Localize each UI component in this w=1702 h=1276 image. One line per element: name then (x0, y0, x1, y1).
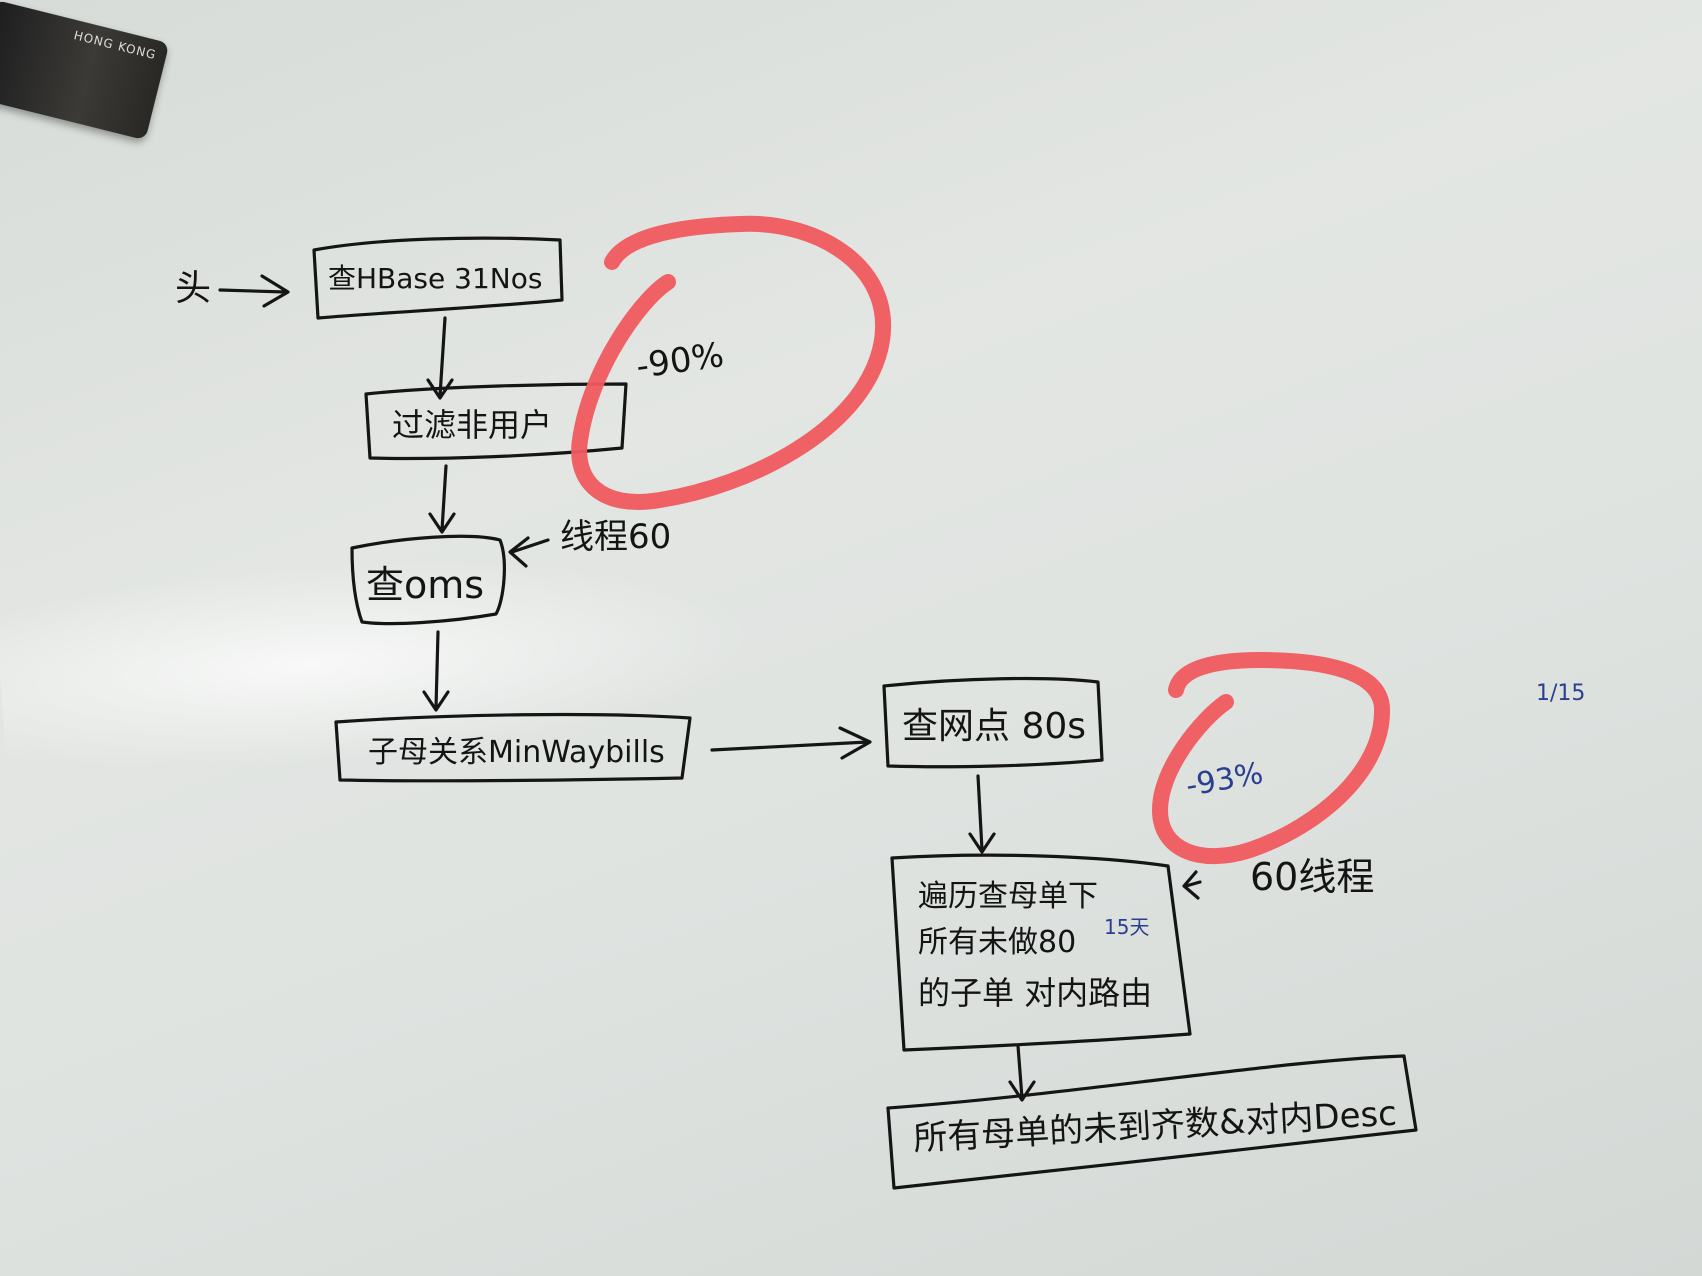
highlight-circle-bottom (1152, 652, 1391, 865)
thread-top-arrow (508, 536, 550, 568)
arrow-4 (710, 726, 872, 760)
days-note: 15天 (1104, 915, 1149, 939)
node-filter-box (364, 382, 628, 461)
node-query-oms: 查oms (366, 563, 484, 607)
highlight-circle-top (571, 215, 892, 510)
node-query-hbase: 查HBase 31Nos (328, 262, 542, 295)
node-final: 所有母单的未到齐数&对内Desc (912, 1094, 1397, 1159)
thread-top: 线程60 (560, 517, 671, 557)
arrow-2 (428, 464, 456, 534)
node-filter: 过滤非用户 (392, 406, 552, 444)
node-relation-box (334, 712, 692, 783)
thread-bottom: 60线程 (1250, 855, 1374, 899)
pct-bottom: -93% (1183, 756, 1265, 804)
node-relation: 子母关系MinWaybills (368, 735, 665, 770)
arrow-5 (968, 774, 996, 854)
arrow-1 (426, 316, 454, 400)
node-query-site: 查网点 80s (902, 706, 1086, 747)
input-label: 头 (175, 268, 211, 309)
node-traverse-line3: 的子单 对内路由 (918, 974, 1152, 1012)
node-traverse-line1: 遍历查母单下 (918, 879, 1098, 914)
pct-top: -90% (634, 335, 727, 387)
node-traverse-box (890, 853, 1192, 1052)
node-query-site-box (882, 676, 1104, 769)
input-arrow (218, 274, 290, 308)
node-query-hbase-box (312, 236, 564, 320)
thread-bottom-arrow (1182, 870, 1202, 900)
fraction-note: 1/15 (1536, 681, 1585, 706)
arrow-3 (422, 630, 450, 712)
node-query-oms-box (350, 534, 506, 626)
node-traverse-line2: 所有未做80 (918, 925, 1076, 960)
arrow-6 (1008, 1044, 1036, 1102)
node-final-box (886, 1054, 1418, 1190)
